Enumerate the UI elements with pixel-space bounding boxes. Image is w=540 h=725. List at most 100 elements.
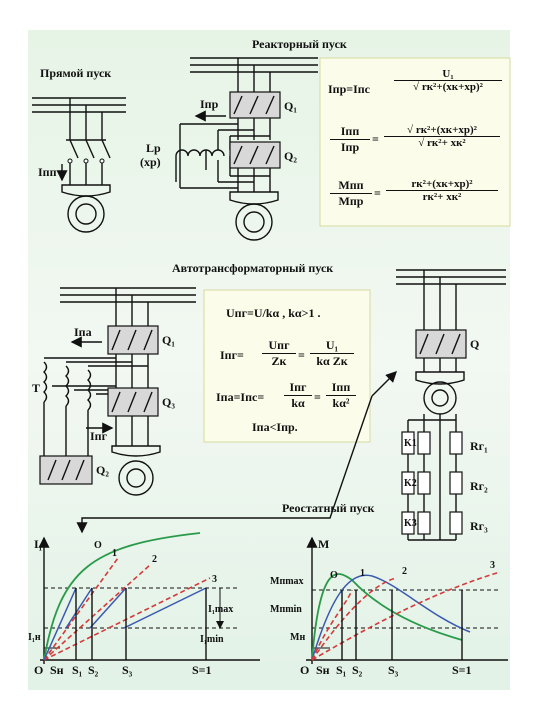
left-curve-o: O bbox=[94, 540, 102, 551]
auto-formula-2-b: U₁ kα Zк bbox=[310, 338, 354, 369]
left-tick-s1: S₁ bbox=[72, 663, 83, 677]
auto-formula-box bbox=[203, 289, 371, 443]
eq-sign-3: = bbox=[374, 186, 381, 200]
left-tick-s1-full: S=1 bbox=[192, 663, 212, 677]
reactor-switch-blades bbox=[233, 95, 275, 165]
auto-formula-3-a: Iпг kα bbox=[284, 380, 312, 411]
f1-left: Iпр=Iпс bbox=[328, 82, 371, 96]
right-curve-2: 2 bbox=[402, 566, 407, 577]
f2-den: √ rк²+ xк² bbox=[384, 136, 500, 149]
right-tick-s3: S₃ bbox=[388, 663, 399, 677]
left-i1min: I₁min bbox=[200, 634, 224, 645]
right-curve-3: 3 bbox=[490, 560, 495, 571]
direct-contacts bbox=[67, 158, 105, 164]
l3-a-num: Iпг bbox=[289, 380, 307, 394]
label-ipg: Iпг bbox=[90, 429, 108, 443]
graph-current bbox=[38, 532, 260, 664]
rheostat-resistors bbox=[401, 431, 463, 535]
right-tick-sn: Sн bbox=[316, 663, 330, 677]
reactor-formula-2-right: √ rк²+(xк+xр)² √ rк²+ xк² bbox=[384, 124, 500, 149]
auto-formula-3-b: Iпп kα² bbox=[326, 380, 356, 411]
title-direct: Прямой пуск bbox=[40, 66, 111, 80]
title-autotransformer: Автотрансформаторный пуск bbox=[172, 261, 333, 275]
auto-formula-2-a: Uпг Zк bbox=[262, 338, 296, 369]
right-origin: O bbox=[300, 663, 309, 677]
title-rheostat: Реостатный пуск bbox=[282, 501, 375, 515]
f3-den: rк²+ xк² bbox=[386, 190, 498, 203]
right-mmax: Mпmax bbox=[270, 576, 304, 587]
eq-sign-2: = bbox=[372, 132, 379, 146]
left-tick-s3: S₃ bbox=[122, 663, 133, 677]
reactor-formula-2-left: Iпп Iпр bbox=[330, 124, 370, 155]
right-yaxis-label: M bbox=[318, 537, 329, 551]
label-k1: K1 bbox=[404, 438, 417, 449]
label-rg2: Rг₂ bbox=[470, 479, 488, 493]
l3-b-num: Iпп bbox=[331, 380, 351, 394]
l3-b-den: kα² bbox=[326, 395, 356, 411]
label-rg1: Rг₁ bbox=[470, 439, 488, 453]
label-q-rheostat: Q bbox=[470, 337, 479, 351]
f3-num: rк²+(xк+xр)² bbox=[411, 178, 473, 190]
label-rg3: Rг₃ bbox=[470, 519, 488, 533]
breaker-q-rheostat bbox=[415, 329, 467, 359]
label-ipp: Iпп bbox=[38, 165, 57, 179]
reactor-formula-1-frac: U₁ √ rк²+(xк+xр)² bbox=[394, 68, 502, 93]
right-mmin: Mпmin bbox=[270, 604, 302, 615]
eq-sign-l3: = bbox=[314, 390, 321, 404]
reactor-formula-3-right: rк²+(xк+xр)² rк²+ xк² bbox=[386, 178, 498, 203]
left-i1n: I₁н bbox=[28, 632, 41, 643]
label-xp: (xр) bbox=[140, 155, 161, 169]
title-reactor: Реакторный пуск bbox=[252, 37, 347, 51]
right-tick-s1: S₁ bbox=[336, 663, 347, 677]
label-q2-reactor: Q₂ bbox=[284, 149, 297, 163]
l3-a-den: kα bbox=[284, 395, 312, 411]
reactor-formula-box bbox=[319, 57, 511, 227]
f2-num: √ rк²+(xк+xр)² bbox=[407, 124, 477, 136]
f3-left-den: Mпр bbox=[330, 193, 372, 209]
reactor-formula-1: Iпр=Iпс bbox=[328, 82, 370, 97]
auto-formula-1: Uпг=U/kα , kα>1 . bbox=[226, 306, 321, 320]
auto-formula-2-left: Iпг= bbox=[220, 348, 244, 362]
left-yaxis-label: I₁ bbox=[34, 537, 43, 551]
label-q1-reactor: Q₁ bbox=[284, 99, 297, 113]
left-curve-3: 3 bbox=[212, 574, 217, 585]
label-ipr: Iпр bbox=[200, 97, 219, 111]
graph-torque bbox=[306, 536, 508, 664]
f2-left-num: Iпп bbox=[340, 124, 360, 138]
auto-formula-4: Iпа<Iпр. bbox=[252, 420, 298, 434]
right-tick-s2: S₂ bbox=[352, 663, 363, 677]
right-mn: Mн bbox=[290, 632, 305, 643]
label-q1-auto: Q₁ bbox=[162, 333, 175, 347]
f2-left-den: Iпр bbox=[330, 139, 370, 155]
left-tick-s2: S₂ bbox=[88, 663, 99, 677]
left-curve-1: 1 bbox=[112, 548, 117, 559]
f3-left-num: Mпп bbox=[338, 178, 364, 192]
left-origin: O bbox=[34, 663, 43, 677]
auto-formula-3-left: Iпа=Iпс= bbox=[216, 390, 265, 404]
label-t: T bbox=[32, 381, 40, 395]
l2-a-den: Zк bbox=[262, 353, 296, 369]
left-curve-2: 2 bbox=[152, 554, 157, 565]
label-k3: K3 bbox=[404, 518, 417, 529]
reactor-formula-3-left: Mпп Mпр bbox=[330, 178, 372, 209]
left-i1max: I₁max bbox=[208, 604, 233, 615]
label-k2: K2 bbox=[404, 478, 417, 489]
label-q2-auto: Q₂ bbox=[96, 463, 109, 477]
rheostat-switch-blades bbox=[419, 333, 461, 355]
right-curve-1: 1 bbox=[360, 568, 365, 579]
label-ipa: Iпа bbox=[74, 325, 92, 339]
f1-num: U₁ bbox=[442, 68, 454, 80]
left-tick-sn: Sн bbox=[50, 663, 64, 677]
l2-b-den: kα Zк bbox=[310, 353, 354, 369]
l2-a-num: Uпг bbox=[268, 338, 290, 352]
f1-den: √ rк²+(xк+xр)² bbox=[394, 80, 502, 93]
label-lp: Lр bbox=[146, 141, 161, 155]
direct-start-circuit bbox=[32, 97, 126, 233]
l2-b-num: U₁ bbox=[325, 338, 339, 352]
right-curve-o: O bbox=[330, 570, 338, 581]
right-tick-s1-full: S=1 bbox=[452, 663, 472, 677]
auto-switch-blades bbox=[47, 329, 153, 481]
eq-sign-l2: = bbox=[298, 348, 305, 362]
